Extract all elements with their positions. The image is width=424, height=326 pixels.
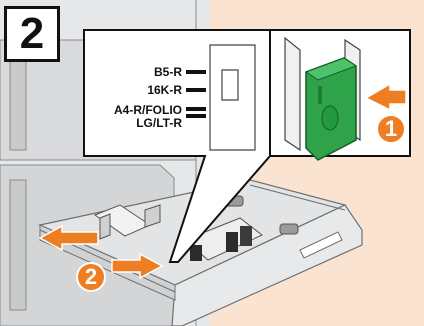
- size-mark-b5r: [186, 70, 206, 74]
- size-label-a4r-folio: A4-R/FOLIO: [86, 104, 182, 116]
- size-label-b5r: B5-R: [128, 66, 182, 78]
- size-mark-16kr: [186, 88, 206, 92]
- step-number-badge: 2: [4, 6, 60, 62]
- size-mark-lgltr: [186, 114, 206, 118]
- size-mark-a4r: [186, 107, 206, 111]
- callout-number-1: 1: [376, 114, 406, 144]
- size-label-16kr: 16K-R: [118, 84, 182, 96]
- size-label-lg-lt-r: LG/LT-R: [96, 117, 182, 129]
- callout-number-2: 2: [76, 262, 106, 292]
- green-lever: [306, 58, 356, 160]
